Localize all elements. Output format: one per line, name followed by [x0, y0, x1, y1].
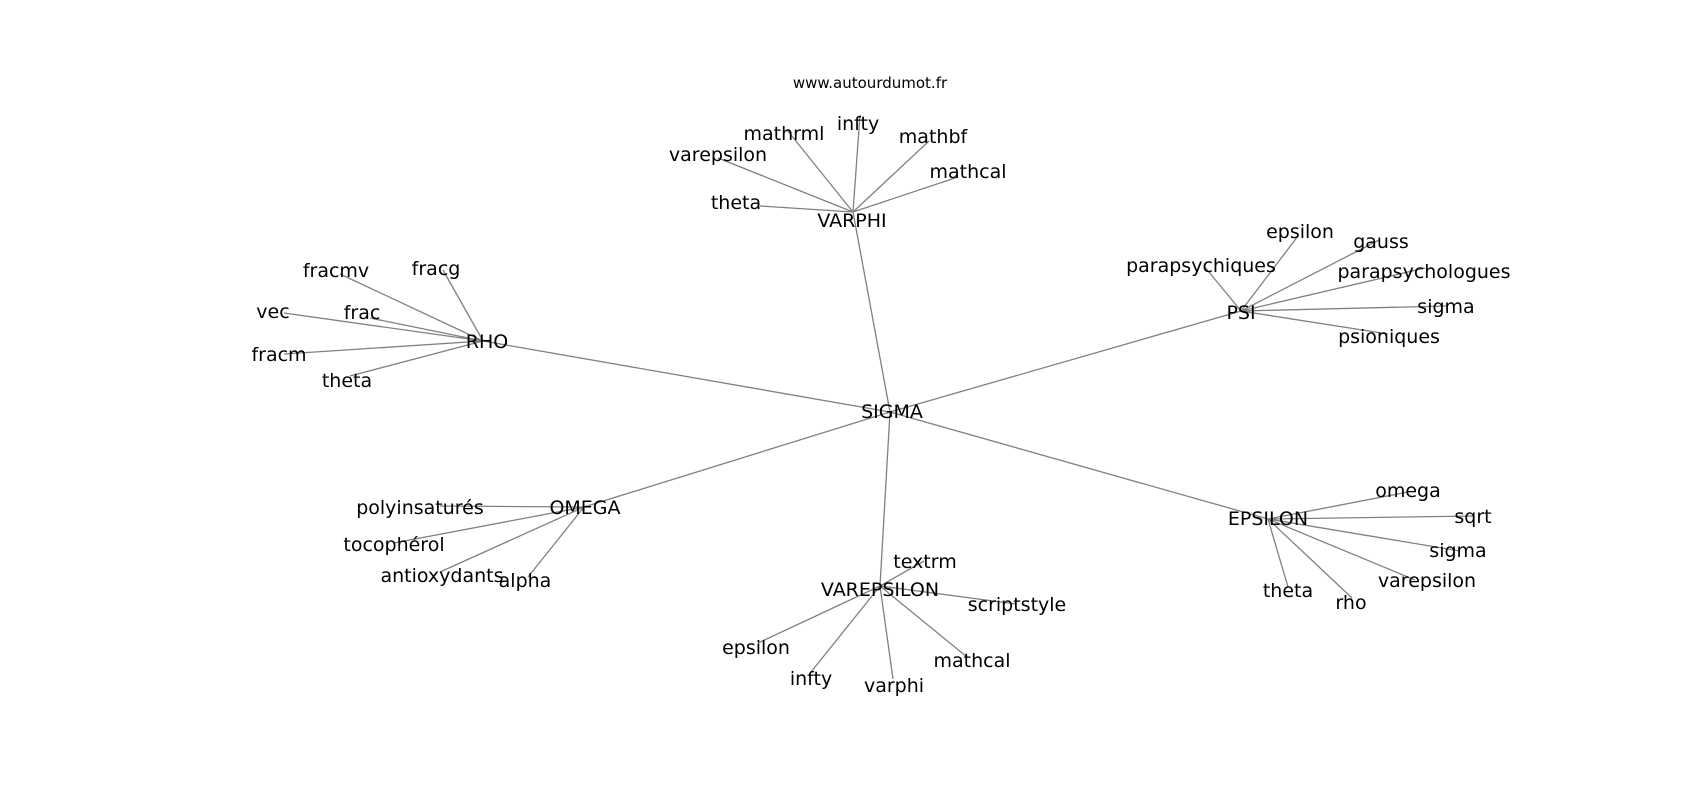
node-leaf-varepsilon-scriptstyle: scriptstyle: [968, 594, 1067, 616]
edge-varphi-mathrml: [786, 129, 854, 213]
edge-sigma-varepsilon: [879, 411, 891, 587]
edge-layer: [283, 114, 1475, 680]
edge-epsilon-varepsilon: [1267, 518, 1416, 581]
node-leaf-epsilon-varepsilon: varepsilon: [1378, 570, 1476, 592]
edge-psi-gauss: [1240, 239, 1380, 312]
edge-psi-sigma: [1240, 305, 1448, 312]
node-leaf-varphi-mathbf: mathbf: [899, 126, 969, 148]
node-leaf-rho-fracmv: fracmv: [303, 260, 369, 282]
edge-varepsilon-varphi: [879, 585, 894, 680]
node-hub-rho: RHO: [466, 331, 508, 353]
edge-rho-frac: [369, 317, 484, 342]
node-leaf-omega-polyinsatures: polyinsaturés: [356, 497, 484, 519]
node-leaf-omega-antioxydants: antioxydants: [380, 565, 503, 587]
node-leaf-epsilon-sigma: sigma: [1429, 540, 1486, 562]
node-leaf-rho-vec: vec: [256, 301, 289, 323]
edge-epsilon-omega: [1267, 491, 1409, 520]
node-leaf-omega-tocopherol: tocophérol: [343, 534, 444, 556]
edge-varepsilon-infty: [810, 585, 881, 673]
edge-epsilon-theta: [1267, 518, 1289, 588]
edge-psi-parapsychologues: [1240, 267, 1426, 312]
node-leaf-varphi-varepsilon: varepsilon: [669, 144, 767, 166]
watermark-text: www.autourdumot.fr: [793, 74, 948, 92]
edge-rho-fracmv: [339, 273, 484, 342]
node-leaf-psi-sigma: sigma: [1417, 296, 1474, 318]
edge-sigma-varphi: [852, 211, 891, 413]
edge-omega-polyinsatures: [439, 505, 585, 508]
edge-omega-antioxydants: [439, 506, 585, 573]
edge-sigma-rho: [482, 340, 891, 413]
edge-rho-theta: [349, 340, 484, 377]
node-hub-varphi: VARPHI: [817, 210, 886, 232]
node-leaf-varepsilon-varphi: varphi: [864, 675, 924, 697]
edge-epsilon-sqrt: [1267, 515, 1475, 520]
edge-varphi-mathcal: [852, 176, 959, 213]
node-leaf-varepsilon-textrm: textrm: [893, 551, 957, 573]
node-leaf-varphi-mathrml: mathrml: [744, 123, 825, 145]
edge-rho-fracg: [442, 269, 484, 342]
node-leaf-varepsilon-infty: infty: [790, 668, 832, 690]
edge-sigma-omega: [583, 411, 891, 508]
edge-varphi-theta: [759, 205, 854, 213]
edge-epsilon-rho: [1267, 518, 1353, 599]
node-leaf-omega-alpha: alpha: [499, 570, 552, 592]
node-leaf-epsilon-omega: omega: [1375, 480, 1441, 502]
node-center-sigma: SIGMA: [861, 401, 923, 423]
node-hub-psi: PSI: [1226, 302, 1255, 324]
node-leaf-varphi-infty: infty: [837, 113, 879, 135]
node-leaf-varphi-theta: theta: [711, 192, 761, 214]
node-hub-omega: OMEGA: [549, 497, 620, 519]
edge-varphi-mathbf: [852, 140, 930, 213]
node-leaf-psi-gauss: gauss: [1353, 231, 1409, 253]
node-leaf-epsilon-sqrt: sqrt: [1454, 506, 1491, 528]
edge-varepsilon-scriptstyle: [879, 585, 1017, 605]
node-leaf-varphi-mathcal: mathcal: [929, 161, 1006, 183]
edge-rho-vec: [283, 312, 484, 342]
edge-sigma-epsilon: [889, 411, 1269, 520]
edge-psi-epsilon: [1240, 235, 1299, 312]
node-leaf-psi-epsilon: epsilon: [1266, 221, 1334, 243]
edge-varphi-infty: [852, 114, 861, 213]
edge-omega-alpha: [527, 506, 585, 578]
node-leaf-psi-parapsychologues: parapsychologues: [1337, 261, 1510, 283]
node-hub-epsilon: EPSILON: [1228, 508, 1308, 530]
node-leaf-rho-fracg: fracg: [412, 258, 461, 280]
node-leaf-psi-parapsychiques: parapsychiques: [1126, 255, 1276, 277]
node-leaf-rho-theta: theta: [322, 370, 372, 392]
node-leaf-rho-frac: frac: [344, 302, 381, 324]
node-leaf-varepsilon-epsilon: epsilon: [722, 637, 790, 659]
edge-rho-fracm: [283, 340, 484, 355]
edge-epsilon-sigma: [1267, 518, 1461, 552]
node-hub-varepsilon: VAREPSILON: [821, 579, 939, 601]
node-leaf-varepsilon-mathcal: mathcal: [933, 650, 1010, 672]
edge-varepsilon-epsilon: [757, 585, 881, 644]
node-leaf-epsilon-theta: theta: [1263, 580, 1313, 602]
edge-psi-psioniques: [1240, 310, 1389, 335]
node-leaf-psi-psioniques: psioniques: [1338, 326, 1440, 348]
edge-sigma-psi: [889, 310, 1242, 413]
edge-varphi-varepsilon: [717, 157, 854, 213]
edge-varepsilon-mathcal: [879, 585, 968, 658]
edge-varepsilon-textrm: [879, 560, 925, 587]
node-leaf-epsilon-rho: rho: [1335, 592, 1366, 614]
edge-psi-parapsychiques: [1203, 265, 1242, 312]
edge-omega-tocopherol: [393, 506, 585, 544]
node-leaf-rho-fracm: fracm: [251, 344, 306, 366]
